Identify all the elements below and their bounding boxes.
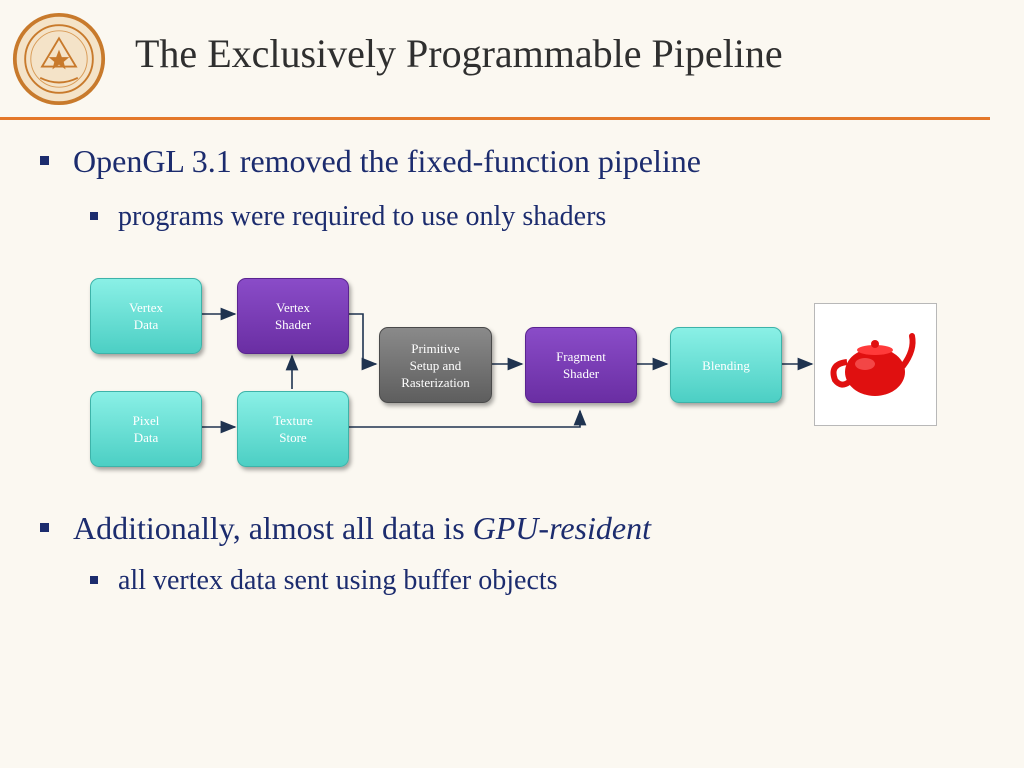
bullet-text: OpenGL 3.1 removed the fixed-function pi…	[73, 143, 701, 179]
texture-store-stage: Texture Store	[237, 391, 349, 467]
square-bullet-icon	[90, 575, 98, 584]
output-frame	[814, 303, 937, 426]
primitive-setup-stage: Primitive Setup and Rasterization	[379, 327, 492, 403]
fragment-shader-stage: Fragment Shader	[525, 327, 637, 403]
vertex-shader-stage: Vertex Shader	[237, 278, 349, 354]
teapot-icon	[830, 333, 916, 396]
bullet-item: OpenGL 3.1 removed the fixed-function pi…	[40, 143, 701, 180]
sub-bullet-text: all vertex data sent using buffer object…	[118, 565, 558, 596]
square-bullet-icon	[90, 211, 98, 220]
pixel-data-stage: Pixel Data	[90, 391, 202, 467]
blending-stage: Blending	[670, 327, 782, 403]
sub-bullet-item: programs were required to use only shade…	[90, 201, 606, 233]
slide-title: The Exclusively Programmable Pipeline	[135, 31, 783, 76]
vertex-data-stage: Vertex Data	[90, 278, 202, 354]
square-bullet-icon	[40, 523, 49, 533]
pipeline-diagram: Vertex Data Vertex Shader Pixel Data Tex…	[80, 270, 950, 480]
bullet-item: Additionally, almost all data is GPU-res…	[40, 510, 651, 547]
pipeline-arrows	[202, 307, 814, 434]
bullet-text: Additionally, almost all data is	[73, 510, 473, 546]
title-divider	[0, 117, 990, 120]
sub-bullet-text: programs were required to use only shade…	[118, 201, 607, 232]
sub-bullet-item: all vertex data sent using buffer object…	[90, 565, 558, 597]
square-bullet-icon	[40, 156, 49, 166]
university-seal-icon	[12, 12, 106, 106]
bullet-emphasis: GPU-resident	[472, 510, 651, 546]
